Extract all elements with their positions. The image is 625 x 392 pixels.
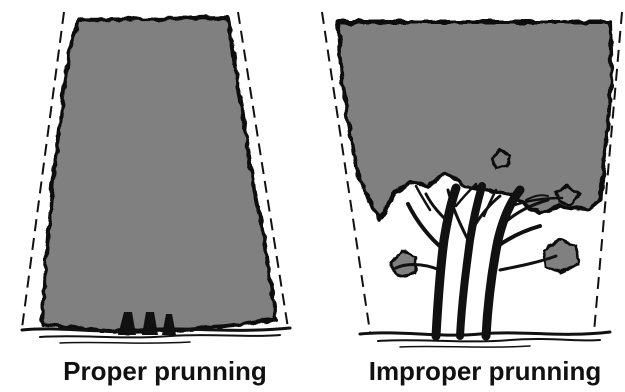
right-guide-line-right bbox=[593, 11, 623, 333]
proper-pruning-panel bbox=[20, 11, 292, 344]
proper-pruning-caption: Proper prunning bbox=[63, 356, 267, 386]
improper-canopy bbox=[336, 20, 614, 222]
improper-pruning-caption: Improper prunning bbox=[368, 356, 602, 386]
left-guide-line-right bbox=[237, 11, 289, 329]
improper-leaf-clusters bbox=[388, 148, 580, 278]
leaf-cluster-mid-right bbox=[554, 184, 580, 206]
proper-canopy bbox=[40, 16, 278, 334]
left-guide-line-left bbox=[21, 11, 65, 329]
leaf-cluster-top bbox=[490, 148, 512, 170]
right-guide-line-left bbox=[321, 11, 371, 333]
proper-ground bbox=[20, 326, 292, 344]
leaf-cluster-right bbox=[542, 238, 580, 274]
improper-pruning-panel bbox=[321, 11, 623, 348]
improper-trunks-branches bbox=[394, 182, 564, 341]
improper-ground bbox=[358, 330, 612, 348]
